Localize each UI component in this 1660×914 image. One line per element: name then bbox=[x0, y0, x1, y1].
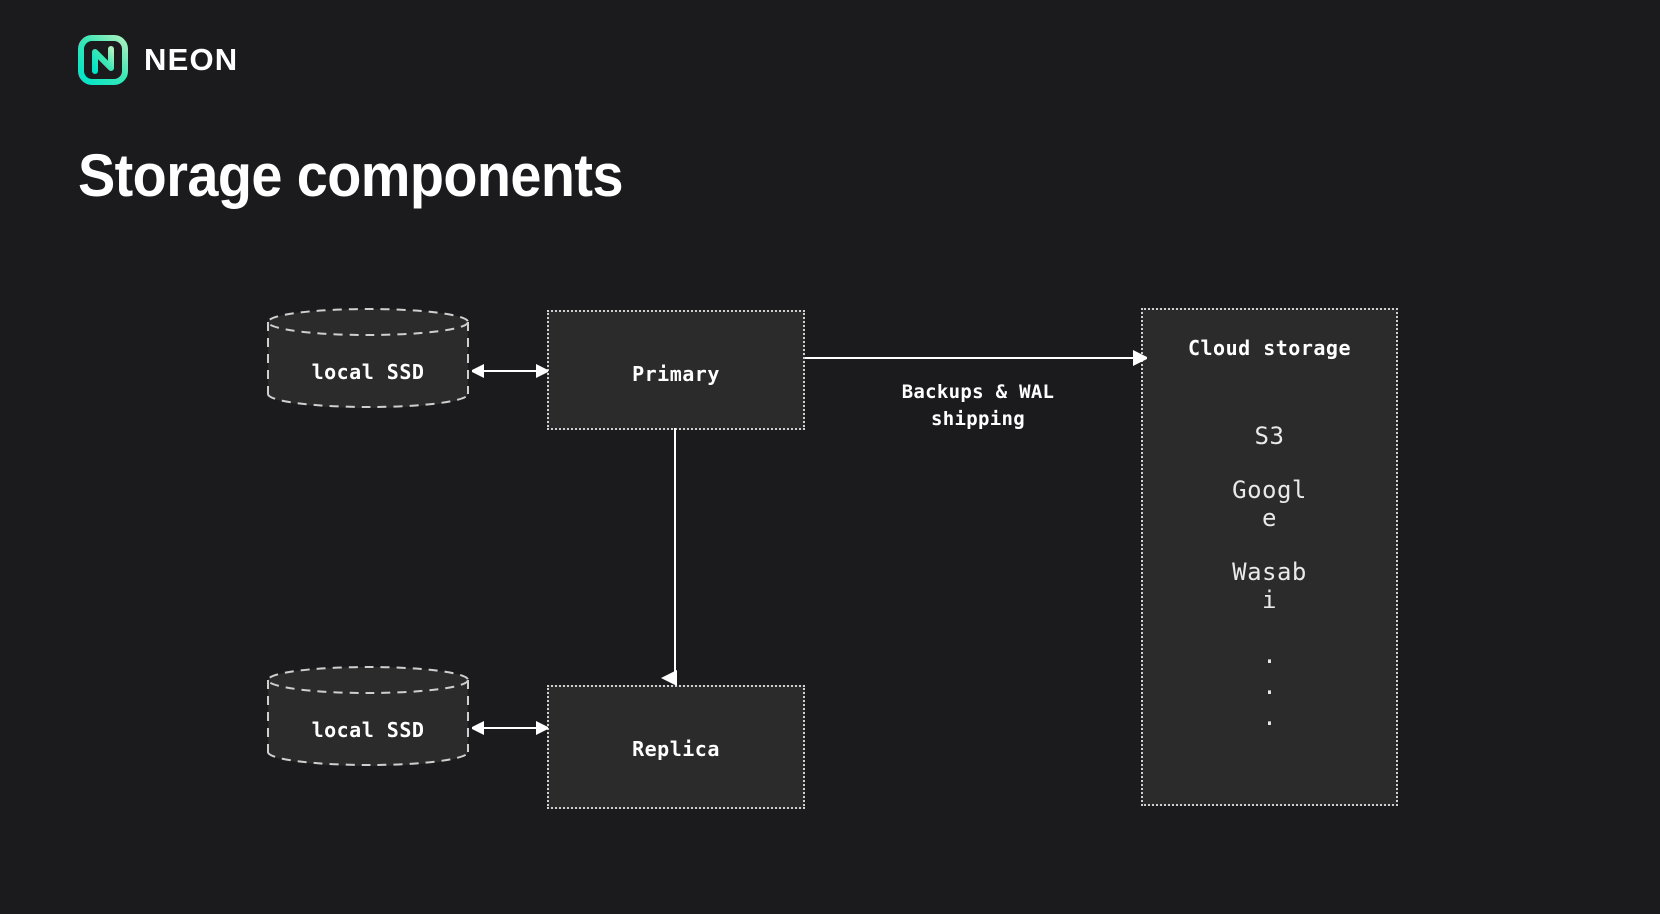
node-label: Replica bbox=[632, 737, 720, 761]
node-local-ssd-primary: local SSD bbox=[267, 308, 469, 408]
ellipsis-dot: . bbox=[1262, 672, 1277, 700]
neon-logo-icon bbox=[78, 35, 128, 85]
list-item: Google bbox=[1232, 476, 1307, 532]
node-primary: Primary bbox=[547, 310, 805, 430]
edge-label-line-1: Backups & WAL bbox=[901, 381, 1055, 403]
cloud-provider-list: S3 Google Wasabi . . . bbox=[1231, 422, 1309, 733]
ellipsis-dot: . bbox=[1262, 703, 1277, 731]
edge-primary-cloud bbox=[805, 344, 1149, 372]
node-label: Cloud storage bbox=[1187, 336, 1352, 360]
edge-label-backups-wal: Backups & WAL shipping bbox=[858, 379, 1098, 433]
edge-label-line-2: shipping bbox=[931, 408, 1025, 430]
ellipsis-dot: . bbox=[1262, 641, 1277, 669]
brand-logo: NEON bbox=[78, 35, 238, 85]
edge-primary-replica bbox=[660, 428, 690, 690]
page-title: Storage components bbox=[78, 142, 623, 209]
node-replica: Replica bbox=[547, 685, 805, 809]
node-local-ssd-replica: local SSD bbox=[267, 666, 469, 766]
list-item: Wasabi bbox=[1232, 558, 1307, 614]
node-cloud-storage: Cloud storage S3 Google Wasabi . . . bbox=[1141, 308, 1398, 806]
node-label: Primary bbox=[632, 362, 720, 386]
node-label: local SSD bbox=[311, 718, 425, 742]
brand-wordmark: NEON bbox=[144, 42, 239, 77]
ellipsis-group: . . . bbox=[1231, 640, 1309, 733]
edge-ssd-primary bbox=[470, 357, 550, 385]
node-label: local SSD bbox=[311, 360, 425, 384]
list-item: S3 bbox=[1254, 422, 1285, 450]
edge-ssd-replica bbox=[470, 714, 550, 742]
